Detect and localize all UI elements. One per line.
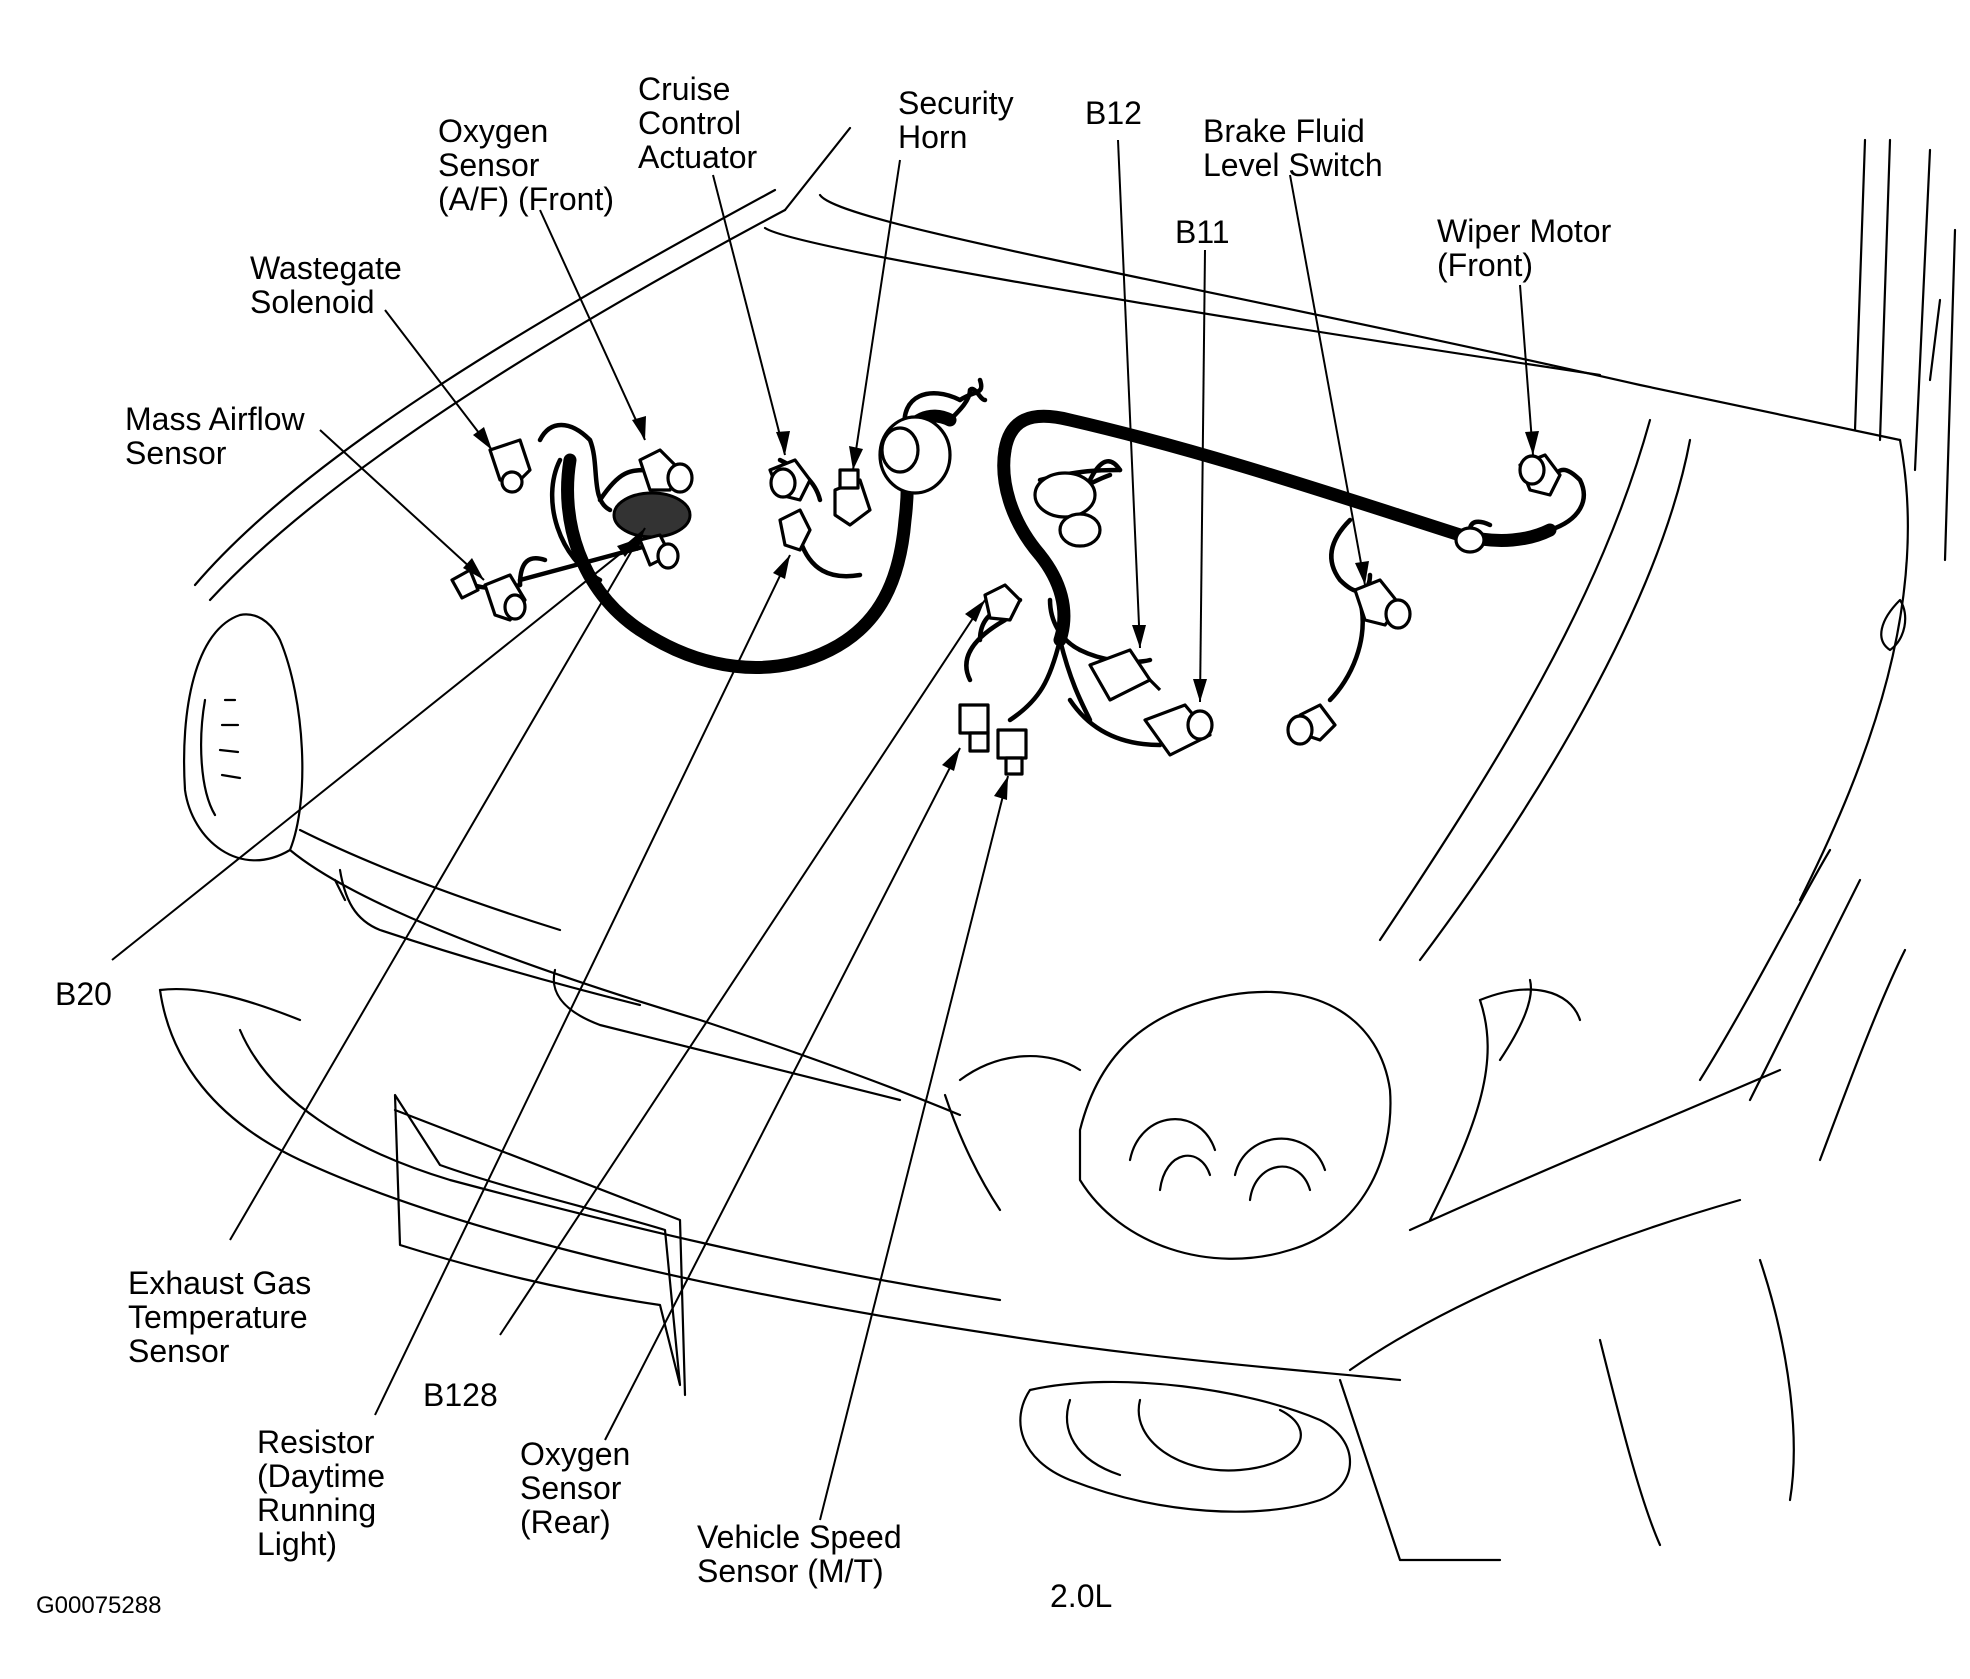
label-b11: B11 (1175, 214, 1230, 250)
figure-id: G00075288 (36, 1592, 162, 1619)
label-b12: B12 (1085, 95, 1142, 131)
wire-harness (457, 377, 1586, 748)
label-b128: B128 (423, 1377, 498, 1413)
label-wiper-motor-front: Wiper Motor(Front) (1437, 213, 1612, 283)
car-body-outline (158, 126, 1957, 1562)
engine-label: 2.0L (1050, 1578, 1113, 1614)
label-b20: B20 (55, 976, 112, 1012)
connectors (450, 386, 1562, 776)
leader-lines (111, 139, 1539, 1521)
